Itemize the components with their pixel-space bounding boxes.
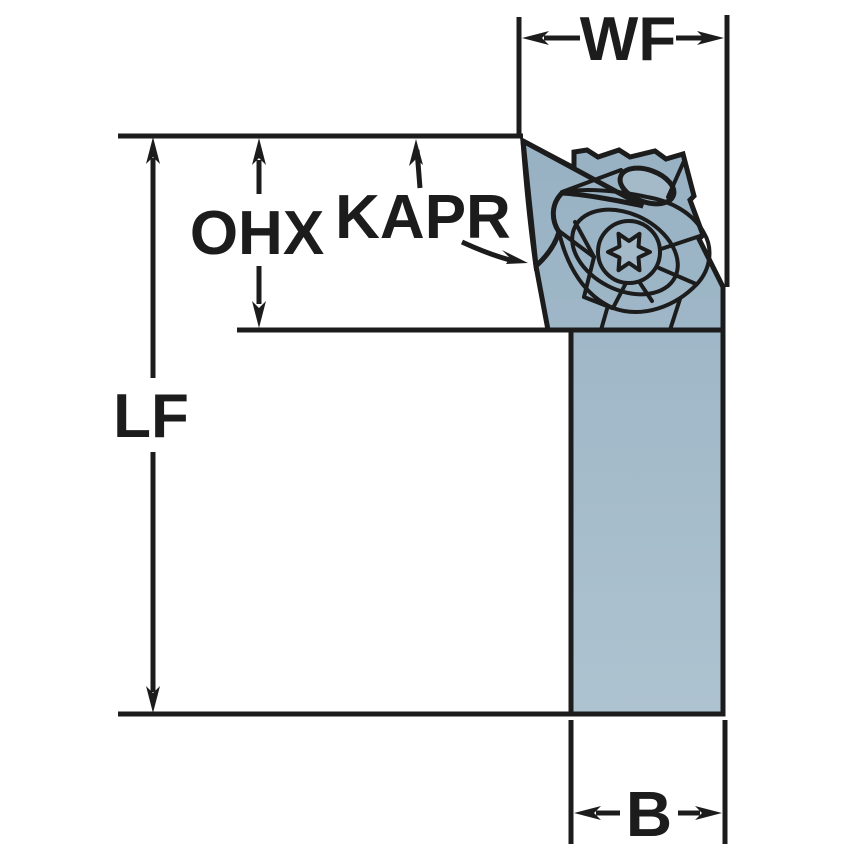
lf-arrow-down-icon xyxy=(146,686,160,713)
wf-arrow-left-icon xyxy=(522,31,549,45)
ohx-label: OHX xyxy=(190,199,324,268)
clamp-top-facet xyxy=(666,159,686,199)
clamp-top-edge xyxy=(560,168,623,194)
wf-arrow-right-icon xyxy=(697,31,724,45)
kapr-label: KAPR xyxy=(335,183,511,252)
tool-shank xyxy=(568,327,726,717)
dimension-kapr: KAPR xyxy=(335,139,528,264)
b-arrow-right-icon xyxy=(695,806,722,820)
lf-arrow-up-icon xyxy=(146,137,160,164)
insert-face-ring xyxy=(570,207,680,297)
torx-screw-icon xyxy=(596,219,662,285)
b-label: B xyxy=(626,778,672,850)
kapr-pointer-line xyxy=(460,239,511,263)
dimension-ohx: OHX xyxy=(190,138,324,328)
b-arrow-left-icon xyxy=(574,806,601,820)
ohx-arrow-up-icon xyxy=(252,138,266,165)
dimension-b: B xyxy=(568,720,728,850)
clamp-facets xyxy=(557,220,705,332)
kapr-arrow-up-icon xyxy=(409,139,423,166)
wf-label: WF xyxy=(580,5,676,74)
dimension-wf: WF xyxy=(516,5,730,287)
ohx-arrow-down-icon xyxy=(252,301,266,328)
tool-holder xyxy=(520,136,726,717)
reference-lines xyxy=(118,133,571,717)
lf-label: LF xyxy=(113,382,189,451)
kapr-arrow-icon xyxy=(502,250,528,264)
dimension-lf: LF xyxy=(113,137,189,713)
